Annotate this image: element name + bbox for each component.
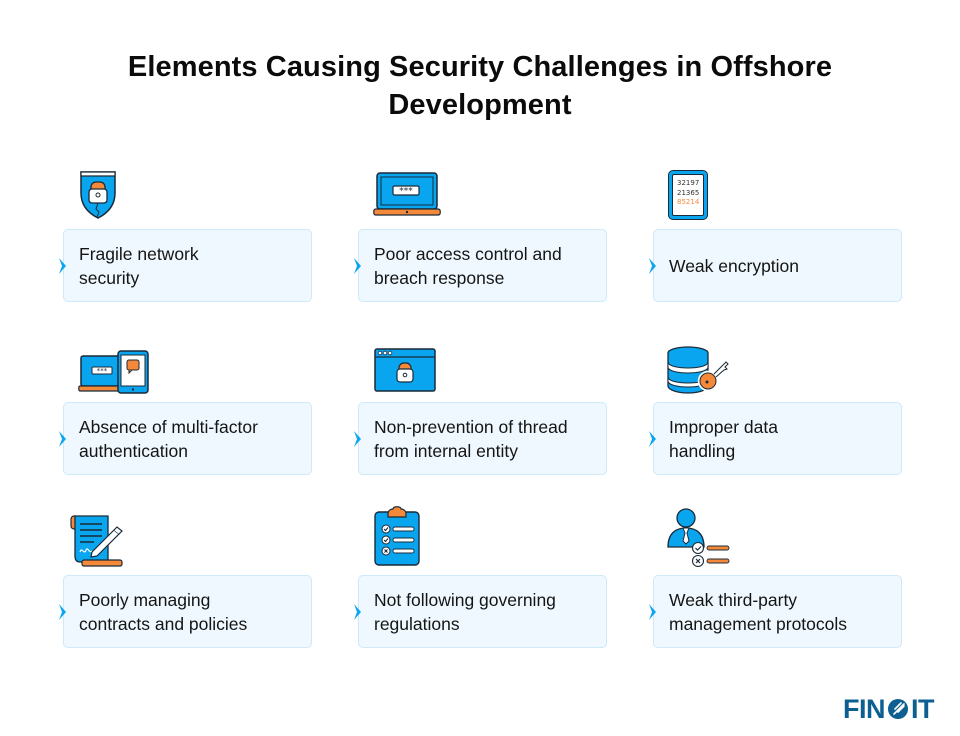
browser-lock-icon	[374, 348, 436, 392]
chevron-right-icon	[354, 603, 361, 620]
chevron-right-icon	[59, 603, 66, 620]
card-poor-access-control: Poor access control and breach response	[354, 229, 607, 302]
card-label: Poor access control and breach response	[374, 243, 562, 288]
page-title: Elements Causing Security Challenges in …	[127, 51, 833, 121]
card-label: Weak encryption	[669, 255, 800, 276]
chevron-right-icon	[354, 257, 361, 274]
code-line: 32197	[677, 179, 700, 187]
signed-contract-icon	[70, 515, 123, 567]
encrypted-code-tablet-icon: 32197 21365 85214	[668, 170, 708, 220]
svg-text:***: ***	[97, 367, 108, 375]
card-label: Non-prevention of thread from internal e…	[374, 416, 568, 461]
code-line: 85214	[677, 198, 700, 206]
finoit-logo: FIN IT	[843, 692, 935, 726]
card-weak-third-party: Weak third-party management protocols	[649, 575, 902, 648]
card-weak-encryption: Weak encryption	[649, 229, 902, 302]
card-label: Not following governing regulations	[374, 589, 556, 634]
chevron-right-icon	[354, 430, 361, 447]
card-label: Poorly managing contracts and policies	[79, 589, 248, 634]
chevron-right-icon	[649, 430, 656, 447]
laptop-phone-otp-icon: ***	[78, 350, 149, 394]
chevron-right-icon	[59, 257, 66, 274]
card-improper-data-handling: Improper data handling	[649, 402, 902, 475]
card-label: Weak third-party management protocols	[669, 589, 848, 634]
card-non-prevention-thread: Non-prevention of thread from internal e…	[354, 402, 607, 475]
card-label: Absence of multi-factor authentication	[79, 416, 258, 461]
chevron-right-icon	[649, 603, 656, 620]
card-absence-mfa: Absence of multi-factor authentication	[59, 402, 312, 475]
card-poorly-managing-contracts: Poorly managing contracts and policies	[59, 575, 312, 648]
laptop-password-icon: ***	[373, 172, 441, 216]
chevron-right-icon	[649, 257, 656, 274]
code-line: 21365	[677, 188, 700, 197]
shield-lock-icon	[80, 171, 116, 219]
logo-text-left: FIN	[843, 693, 886, 724]
database-key-icon	[667, 346, 729, 394]
svg-text:***: ***	[399, 187, 413, 197]
card-label: Fragile network security	[79, 243, 199, 288]
card-label: Improper data handling	[669, 416, 778, 461]
clipboard-checklist-icon	[374, 506, 420, 566]
logo-o-icon	[888, 699, 908, 719]
person-checklist-icon	[667, 508, 730, 567]
card-fragile-network-security: Fragile network security	[59, 229, 312, 302]
chevron-right-icon	[59, 430, 66, 447]
card-not-following-regulations: Not following governing regulations	[354, 575, 607, 648]
logo-text-right: IT	[911, 693, 935, 724]
